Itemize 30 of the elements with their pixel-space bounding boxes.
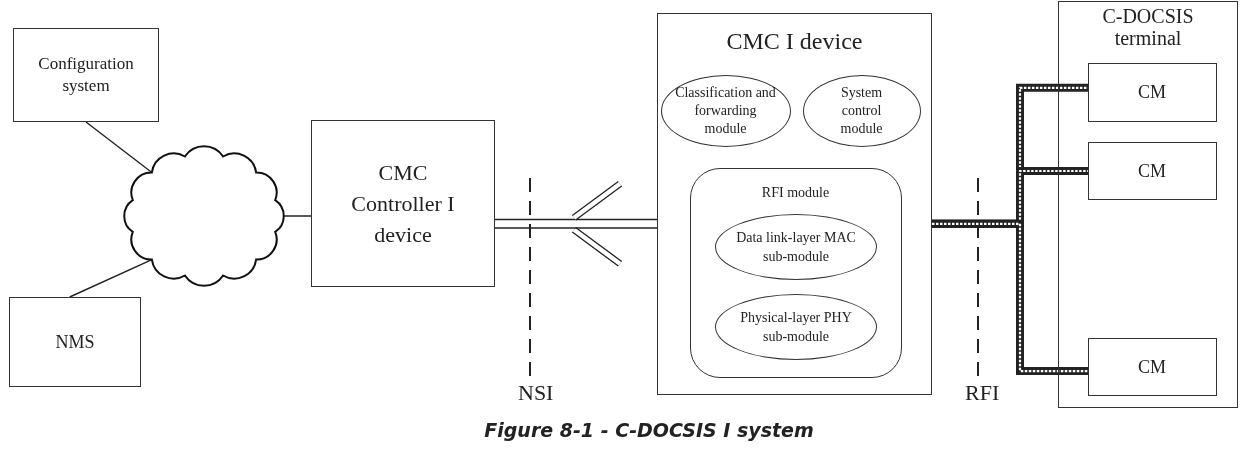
system-box [13,28,159,122]
controller-box [311,120,495,287]
system-box [9,297,141,387]
connector-line [69,258,153,298]
node-label: NMS [55,331,95,353]
modem-box [1087,337,1217,396]
node-label: CMC Controller I device [350,159,456,249]
node-label: Configuration system [37,53,135,97]
node-label: CM [1138,159,1166,182]
node-label: CM [1138,355,1166,378]
module-container [689,167,902,378]
modem-box [1087,141,1217,200]
group-title: CMC I device [726,27,863,56]
node-label: Classification and forwarding module [674,83,777,138]
node-label: System control module [839,83,884,138]
terminal-container [1058,1,1238,408]
connector-line [283,215,312,217]
interface-label: RFI [965,380,1000,406]
node-label: Physical-layer PHY sub-module [739,309,853,346]
network-cloud [123,146,285,286]
modem-box [1087,62,1217,122]
double-line-link [494,180,658,268]
device-container [657,13,932,395]
group-title: C-DOCSIS terminal [1101,5,1195,49]
node-label: Data link-layer MAC sub-module [735,229,857,266]
figure-caption: Figure 8-1 - C-DOCSIS I system [483,418,815,442]
connector-line [85,121,153,174]
node-label: CM [1138,81,1166,103]
group-title: RFI module [761,183,830,202]
interface-label: NSI [518,380,554,406]
